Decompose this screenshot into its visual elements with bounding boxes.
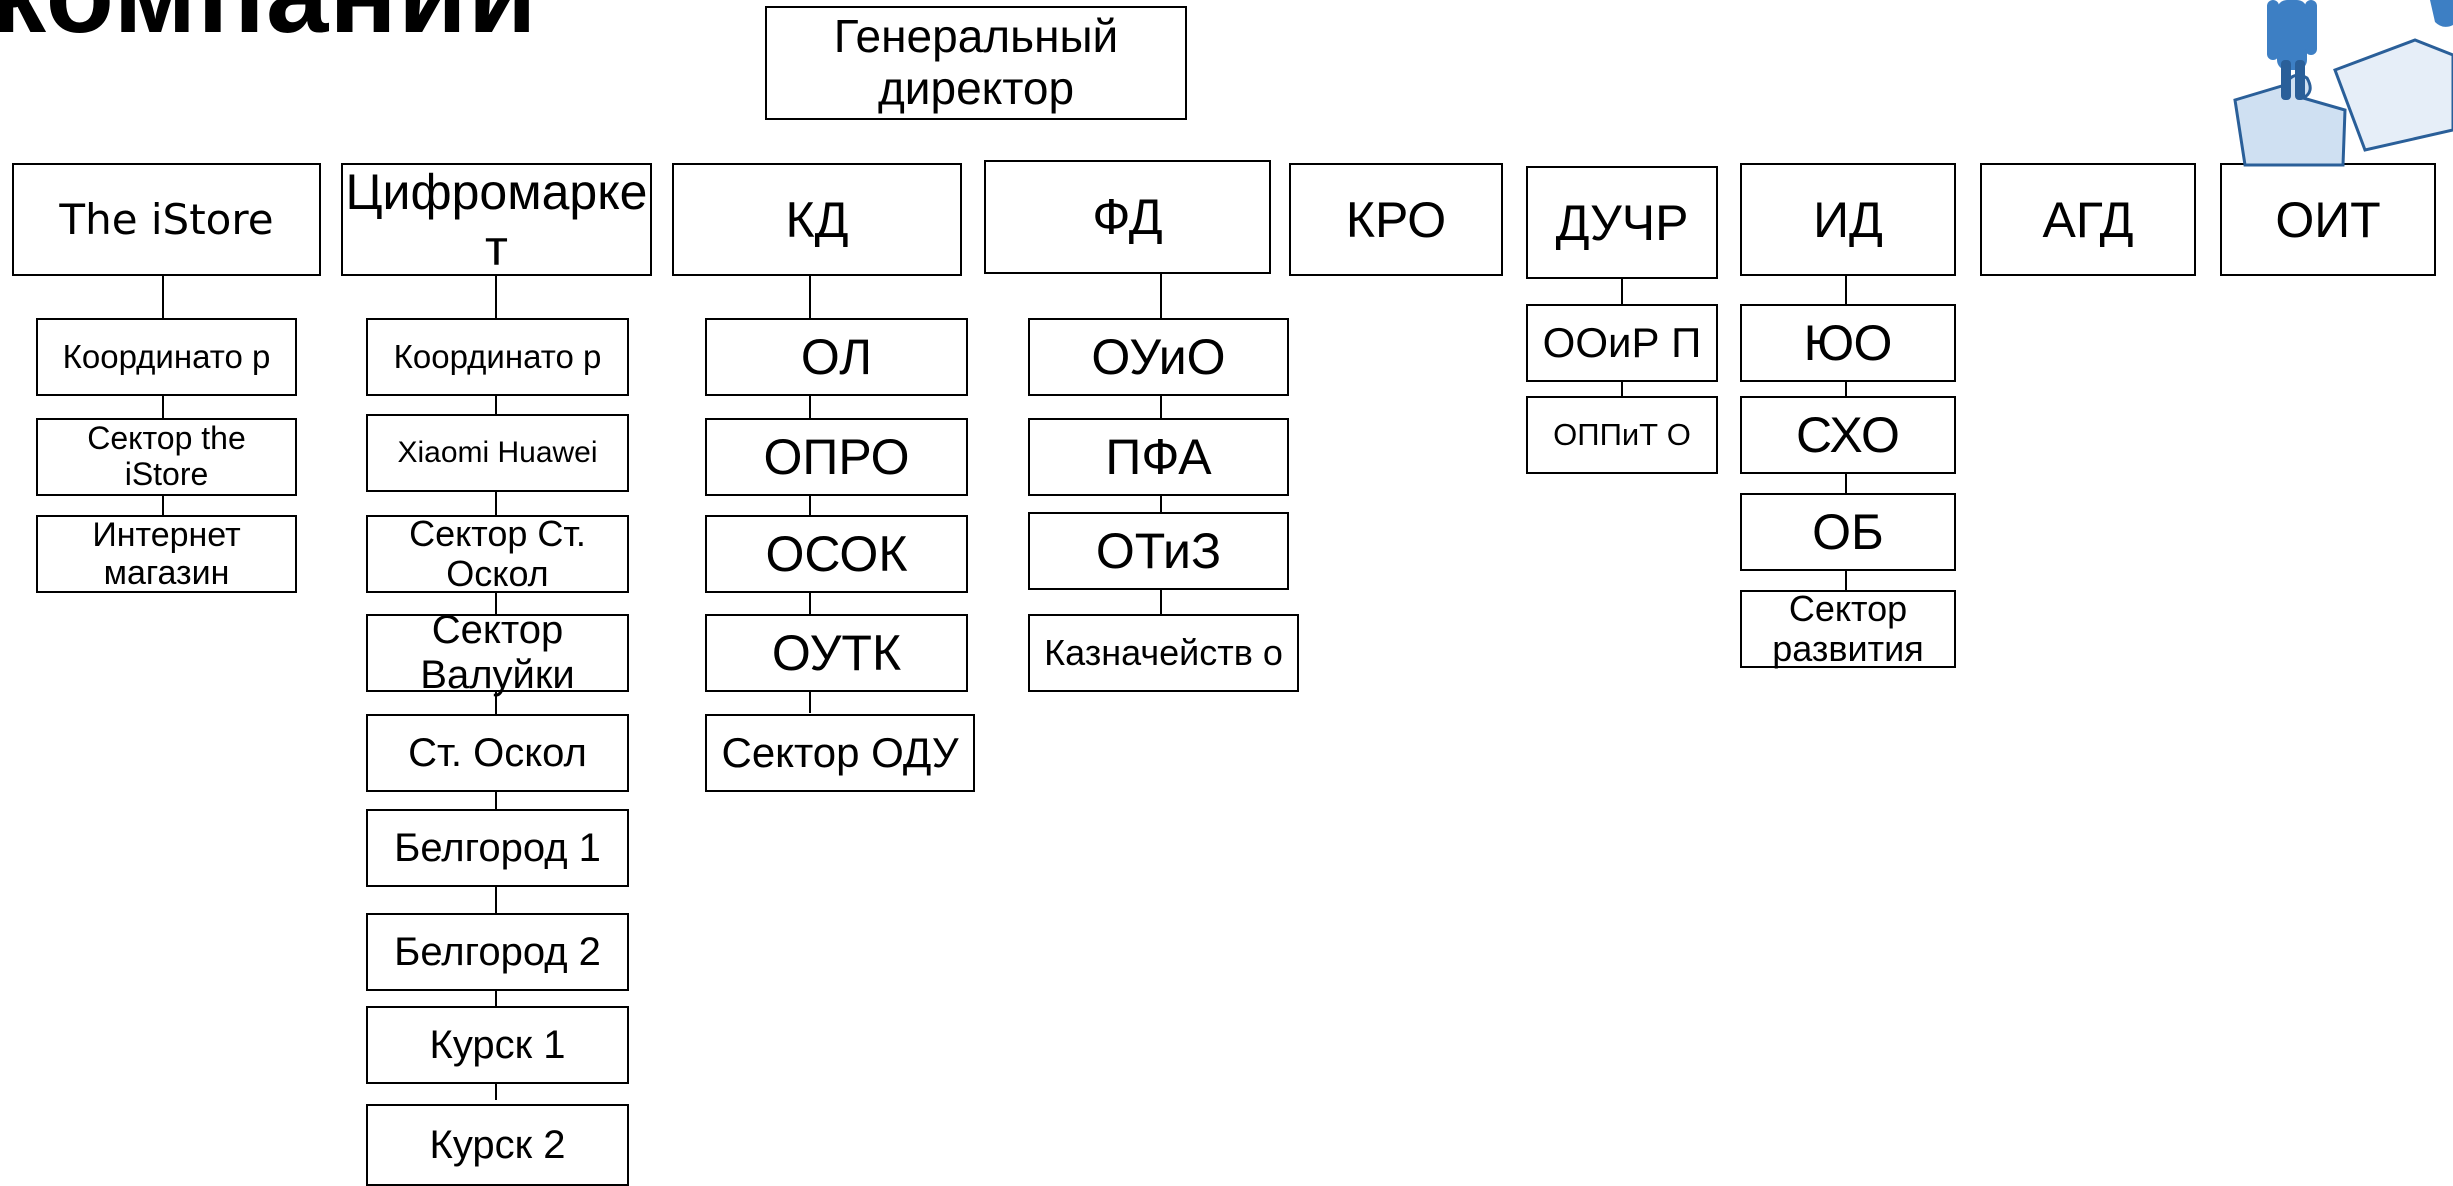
org-box-label: Xiaomi Huawei — [397, 436, 598, 470]
org-box-kd-child: ОПРО — [705, 418, 968, 496]
org-box-label: Сектор Валуйки — [420, 608, 575, 697]
org-box-label: Координато р — [62, 337, 271, 375]
org-box-label: АГД — [2042, 191, 2134, 248]
org-box-label: СХО — [1796, 407, 1900, 463]
page-title: компаний — [0, 0, 538, 50]
org-box-label: Белгород 2 — [394, 929, 601, 974]
org-box-dept-id: ИД — [1740, 163, 1956, 276]
org-box-label: ОПРО — [763, 429, 910, 485]
org-box-label: Сектор Ст. Оскол — [409, 512, 586, 594]
puzzle-person-icon — [2233, 0, 2453, 167]
org-box-istore-child: Координато р — [36, 318, 297, 396]
org-box-label: ООиР П — [1542, 319, 1702, 367]
org-box-id-child: Сектор развития — [1740, 587, 1956, 669]
org-box-label: Курск 1 — [429, 1022, 566, 1067]
org-box-label: ОСОК — [765, 526, 908, 582]
org-box-id-child: ОБ — [1740, 493, 1956, 571]
org-box-label: The iStore — [59, 194, 274, 244]
org-box-label: ОУиО — [1091, 329, 1226, 385]
org-box-label: ИД — [1813, 191, 1883, 248]
org-box-label: ОБ — [1812, 504, 1884, 560]
org-box-label: КД — [785, 191, 849, 248]
org-box-tsifromarket-child: Координато р — [366, 318, 629, 396]
org-box-dept-oit: ОИТ — [2220, 163, 2436, 276]
org-box-fd-child: ПФА — [1028, 418, 1289, 496]
org-box-tsifromarket-child: Белгород 2 — [366, 913, 629, 991]
org-box-label: Сектор the iStore — [87, 420, 246, 492]
org-box-label: Цифромарке т — [345, 163, 648, 276]
org-box-root: Генеральный директор — [765, 6, 1187, 120]
org-box-dept-istore: The iStore — [12, 163, 321, 276]
org-box-tsifromarket-child: Сектор Ст. Оскол — [366, 512, 629, 594]
org-box-label: ПФА — [1105, 429, 1212, 485]
org-box-kd-child: ОЛ — [705, 318, 968, 396]
org-box-fd-child: Казначейств о — [1028, 614, 1299, 692]
org-box-label: ОТиЗ — [1095, 523, 1222, 579]
org-box-tsifromarket-child: Курск 1 — [366, 1006, 629, 1084]
org-box-id-child: СХО — [1740, 396, 1956, 474]
org-box-kd-child: Сектор ОДУ — [705, 714, 975, 792]
org-box-label: ОЛ — [800, 329, 873, 385]
org-box-label: Координато р — [393, 337, 602, 375]
org-box-id-child: ЮО — [1740, 304, 1956, 382]
org-box-label: Ст. Оскол — [408, 730, 587, 775]
org-box-istore-child: Интернет магазин — [36, 515, 297, 593]
org-box-dept-tsifromarket: Цифромарке т — [341, 163, 652, 276]
org-box-label: ЮО — [1803, 315, 1893, 371]
org-box-tsifromarket-child: Ст. Оскол — [366, 714, 629, 792]
org-box-label: ФД — [1092, 189, 1163, 245]
org-box-label: ОИТ — [2275, 191, 2381, 248]
org-box-tsifromarket-child: Белгород 1 — [366, 809, 629, 887]
org-box-fd-child: ОУиО — [1028, 318, 1289, 396]
org-box-label: Интернет магазин — [92, 515, 241, 592]
org-box-label: ДУЧР — [1555, 194, 1689, 251]
org-box-label: Казначейств о — [1044, 631, 1283, 673]
org-box-dept-agd: АГД — [1980, 163, 2196, 276]
org-box-tsifromarket-child: Курск 2 — [366, 1104, 629, 1186]
org-box-label: Генеральный директор — [833, 10, 1119, 114]
org-box-duchr-child: ООиР П — [1526, 304, 1718, 382]
org-box-label: Сектор ОДУ — [721, 729, 959, 777]
org-box-label: ОППиТ О — [1553, 416, 1691, 452]
org-box-label: Белгород 1 — [394, 825, 601, 870]
org-box-istore-child: Сектор the iStore — [36, 418, 297, 496]
org-box-duchr-child: ОППиТ О — [1526, 396, 1718, 474]
org-box-tsifromarket-child: Xiaomi Huawei — [366, 414, 629, 492]
org-box-label: Курск 2 — [429, 1122, 566, 1167]
org-box-kd-child: ОУТК — [705, 614, 968, 692]
org-box-label: Сектор развития — [1772, 587, 1924, 669]
org-box-kd-child: ОСОК — [705, 515, 968, 593]
org-box-dept-kro: КРО — [1289, 163, 1503, 276]
org-box-dept-duchr: ДУЧР — [1526, 166, 1718, 279]
org-box-label: КРО — [1345, 191, 1447, 248]
org-box-tsifromarket-child: Сектор Валуйки — [366, 608, 629, 697]
org-box-label: ОУТК — [771, 625, 902, 681]
org-box-dept-fd: ФД — [984, 160, 1271, 274]
org-box-fd-child: ОТиЗ — [1028, 512, 1289, 590]
org-box-dept-kd: КД — [672, 163, 962, 276]
